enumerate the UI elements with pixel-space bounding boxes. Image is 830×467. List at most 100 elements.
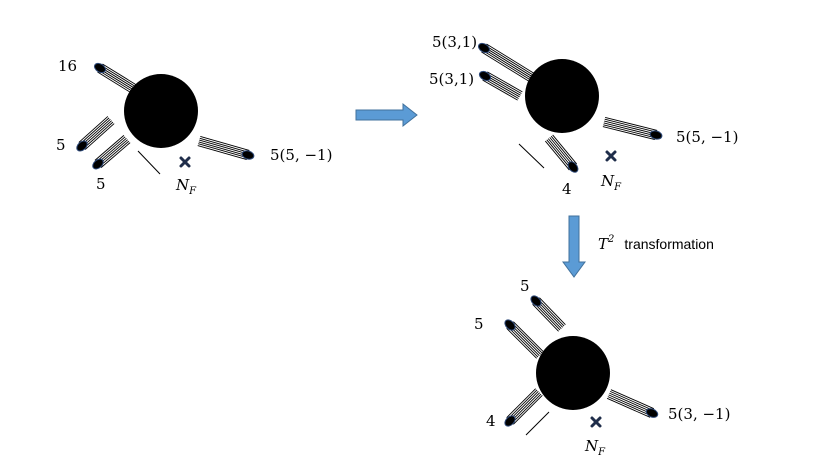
nf-label: NF	[175, 176, 197, 197]
cross-mark-icon	[179, 156, 191, 168]
string-line	[483, 48, 531, 79]
string-line	[94, 135, 125, 161]
string-line	[484, 46, 532, 77]
string-line	[486, 73, 522, 94]
string-line	[546, 139, 572, 170]
string-line	[509, 325, 540, 356]
string-line	[510, 392, 540, 422]
string-line	[603, 122, 656, 137]
string-line	[506, 328, 537, 359]
string-line	[513, 321, 544, 352]
string-line	[510, 324, 541, 355]
brane-disk	[124, 74, 198, 148]
string-line	[200, 136, 250, 151]
string-bundle-5-bottom	[92, 135, 131, 170]
label-5-top: 5	[520, 277, 530, 295]
string-line	[197, 145, 247, 160]
string-bundle-5-left	[76, 116, 115, 152]
string-line	[487, 71, 523, 93]
string-bundle-16	[93, 62, 137, 94]
string-line	[78, 116, 109, 143]
cross-mark-icon	[590, 416, 602, 428]
diagram-3: 5 5 4 5(3, −1) NF	[474, 277, 730, 458]
bundle-endpoint-icon	[477, 42, 491, 54]
string-line	[607, 396, 652, 417]
string-line	[609, 392, 653, 413]
string-bundle-5-5-m1	[197, 136, 255, 160]
string-line	[507, 326, 539, 358]
nf-label: NF	[584, 437, 606, 458]
label-5-3-1-a: 5(3,1)	[432, 33, 477, 51]
string-line	[97, 71, 132, 94]
string-line	[98, 70, 133, 92]
string-line	[604, 118, 657, 133]
string-line	[101, 65, 136, 87]
string-line	[484, 76, 520, 98]
bundle-endpoint-icon	[504, 415, 516, 427]
string-line	[199, 139, 249, 155]
label-5-5-m1: 5(5, −1)	[676, 128, 738, 146]
bundle-endpoint-icon	[76, 140, 88, 152]
string-line	[608, 394, 652, 415]
diagram-2: 5(3,1) 5(3,1) 5(5, −1) 4 NF	[429, 33, 738, 198]
string-line	[605, 116, 658, 131]
string-line	[485, 74, 521, 96]
string-line	[481, 51, 529, 82]
string-line	[482, 50, 530, 80]
brane-disk	[525, 59, 599, 133]
label-4: 4	[486, 412, 496, 430]
string-line	[79, 117, 110, 145]
string-line	[507, 389, 538, 420]
bundle-endpoint-icon	[241, 150, 255, 160]
string-line	[199, 137, 249, 153]
string-line	[100, 142, 131, 168]
nf-line	[137, 150, 161, 175]
bundle-endpoint-icon	[92, 158, 104, 170]
string-line	[83, 121, 114, 149]
bundle-endpoint-icon	[478, 70, 492, 82]
string-line	[486, 43, 534, 74]
bundle-endpoint-icon	[93, 62, 107, 74]
string-line	[513, 395, 543, 425]
bundle-endpoint-icon	[530, 295, 542, 307]
nf-line	[525, 411, 550, 436]
string-bundle-5-top	[530, 295, 566, 332]
label-5-3-m1: 5(3, −1)	[668, 405, 730, 423]
bundle-endpoint-icon	[567, 161, 579, 173]
string-bundle-5-3-1-b	[478, 70, 523, 101]
string-line	[602, 126, 655, 141]
nf-label: NF	[600, 172, 622, 193]
string-line	[509, 391, 539, 421]
brane-disk	[536, 336, 610, 410]
label-5-bottom: 5	[96, 175, 106, 193]
string-line	[95, 136, 126, 163]
string-line	[102, 63, 137, 86]
string-line	[533, 302, 561, 331]
string-line	[485, 45, 533, 75]
string-line	[552, 134, 578, 165]
label-4: 4	[562, 180, 572, 198]
string-line	[544, 140, 570, 171]
string-line	[482, 79, 518, 101]
string-line	[604, 120, 657, 135]
bundle-endpoint-icon	[649, 130, 663, 140]
string-line	[99, 140, 130, 167]
flow-arrow-down-icon	[562, 215, 586, 278]
string-line	[603, 124, 656, 139]
label-5-left: 5	[474, 315, 484, 333]
flow-arrow-right-icon	[355, 102, 418, 128]
string-line	[609, 390, 654, 411]
label-5-5-m1: 5(5, −1)	[270, 146, 332, 164]
string-line	[99, 68, 134, 91]
string-line	[506, 388, 536, 418]
string-bundle-5-left	[504, 319, 544, 359]
string-line	[532, 303, 559, 332]
nf-line	[518, 143, 545, 169]
string-bundle-5-3-1-a	[477, 42, 534, 82]
string-bundle-4	[504, 388, 543, 427]
string-line	[537, 298, 565, 327]
string-bundle-4	[544, 134, 579, 173]
string-line	[81, 118, 111, 146]
cross-mark-icon	[605, 150, 617, 162]
